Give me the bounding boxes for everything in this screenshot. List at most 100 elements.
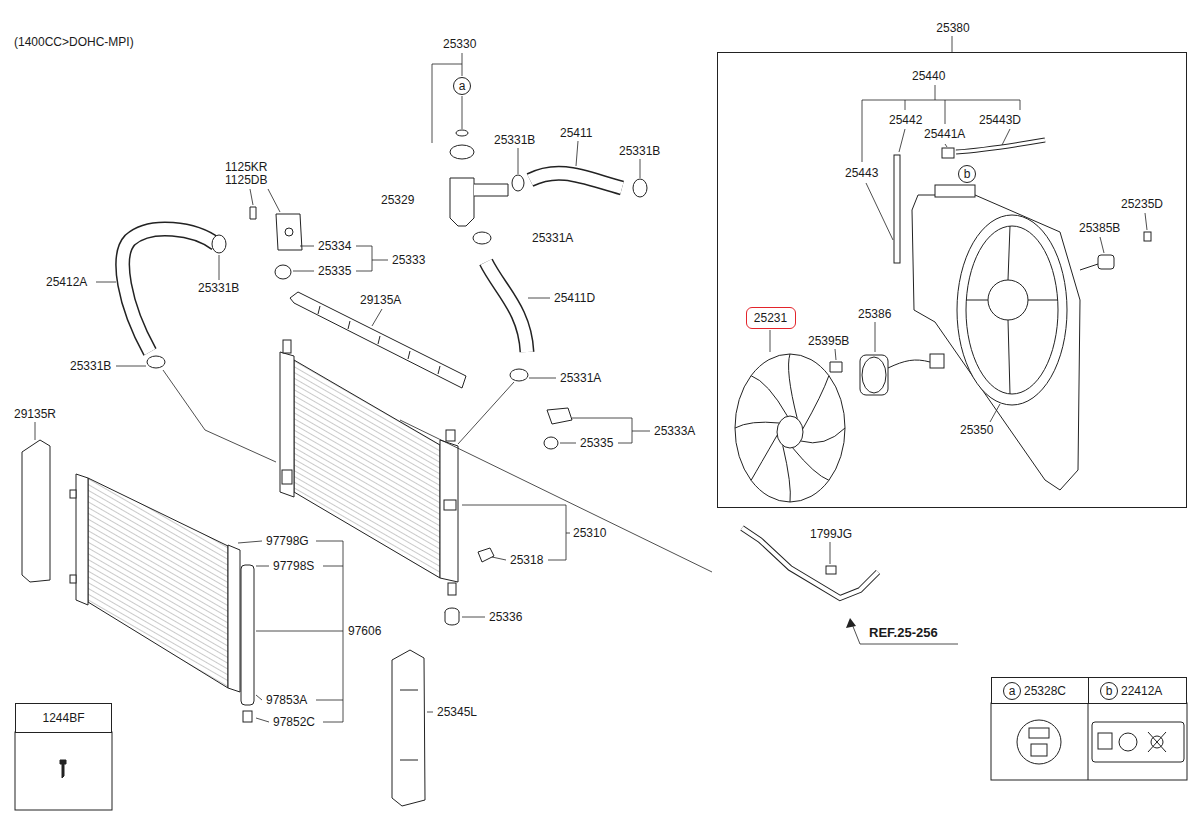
part-number: 25329 bbox=[381, 193, 414, 207]
leader-line bbox=[529, 378, 556, 379]
mounting-bracket bbox=[250, 207, 572, 449]
leader-line bbox=[163, 370, 276, 462]
part-number: 25412A bbox=[46, 275, 87, 289]
callout-number: 22412A bbox=[1121, 684, 1162, 698]
leader-line bbox=[96, 282, 116, 283]
leader-line bbox=[852, 624, 958, 644]
condenser bbox=[241, 565, 254, 705]
hose-clamp bbox=[473, 232, 491, 244]
condenser bbox=[243, 711, 252, 722]
mounting-bracket bbox=[250, 207, 256, 219]
part-number: 25331B bbox=[70, 359, 111, 373]
coolant-hose bbox=[530, 173, 622, 188]
part-number: 25411D bbox=[554, 291, 595, 305]
fan-shroud bbox=[966, 226, 1058, 394]
cooling-fan bbox=[789, 354, 798, 419]
part-number: 25440 bbox=[912, 69, 945, 83]
part-number: 29135A bbox=[360, 293, 401, 307]
fan-shroud bbox=[988, 280, 1028, 320]
cooling-fan bbox=[783, 445, 791, 502]
hose-clamp bbox=[633, 179, 647, 197]
reference-table bbox=[60, 760, 66, 778]
leader-line bbox=[518, 148, 519, 174]
arrow-head bbox=[846, 618, 856, 628]
leader-line bbox=[219, 255, 220, 280]
part-number: 25385B bbox=[1079, 221, 1120, 235]
radiator bbox=[446, 430, 455, 441]
drain-grommet bbox=[445, 608, 459, 625]
fan-motor bbox=[830, 362, 842, 372]
reference-table bbox=[991, 703, 1187, 780]
mounting-bracket bbox=[544, 437, 558, 449]
part-number: 25331B bbox=[494, 133, 535, 147]
mounting-bracket bbox=[275, 265, 291, 279]
fan-motor bbox=[888, 360, 930, 368]
part-number: 25331A bbox=[560, 371, 601, 385]
reference-table bbox=[1151, 736, 1163, 748]
reference-note: REF.25-256 bbox=[869, 626, 938, 640]
reservoir-hose bbox=[894, 140, 1151, 270]
condenser bbox=[228, 545, 240, 692]
reference-table bbox=[1088, 703, 1089, 780]
reservoir-hose bbox=[1098, 255, 1114, 269]
highlighted-callout: 25231 bbox=[746, 307, 796, 329]
oil-cooler-hose bbox=[742, 528, 878, 598]
part-number: 25386 bbox=[858, 307, 891, 321]
mounting-bracket bbox=[547, 408, 572, 424]
part-number: 25330 bbox=[443, 37, 476, 51]
reference-circle: b bbox=[1100, 682, 1118, 700]
part-number: 25441A bbox=[924, 127, 965, 141]
cooling-fan bbox=[777, 416, 803, 448]
part-number: 25336 bbox=[489, 610, 522, 624]
reference-table bbox=[15, 732, 112, 810]
cooling-fan bbox=[735, 354, 845, 502]
reference-table bbox=[1098, 733, 1112, 749]
part-number: 97798G bbox=[266, 534, 309, 548]
leader-line bbox=[990, 404, 1000, 422]
leader-line bbox=[462, 617, 485, 618]
part-number: 25331B bbox=[198, 281, 239, 295]
table-header-cell: 22412Ab bbox=[1088, 677, 1187, 704]
leader-line bbox=[576, 141, 578, 166]
part-number: 25335 bbox=[318, 264, 351, 278]
hose-clamp bbox=[147, 356, 165, 368]
reference-circle: a bbox=[453, 77, 471, 95]
cooling-fan bbox=[801, 428, 845, 443]
fan-shroud bbox=[912, 185, 1080, 490]
cooling-fan bbox=[751, 435, 777, 480]
part-number: 25443D bbox=[979, 113, 1021, 127]
reference-letter: b bbox=[964, 167, 971, 181]
leader-line bbox=[432, 53, 462, 143]
hose-clamp bbox=[512, 175, 524, 191]
fan-motor bbox=[862, 357, 886, 393]
leader-line bbox=[866, 129, 1010, 240]
reference-table bbox=[1092, 722, 1184, 762]
side-air-guard bbox=[22, 440, 50, 582]
oil-cooler-hose bbox=[742, 528, 878, 598]
reference-table bbox=[15, 703, 1187, 810]
fan-shroud bbox=[935, 185, 975, 197]
part-number: 25333 bbox=[392, 253, 425, 267]
part-number: 25331A bbox=[532, 231, 573, 245]
fan-shroud bbox=[912, 195, 1080, 490]
leader-line bbox=[400, 420, 712, 572]
oil-cooler-hose bbox=[826, 566, 836, 574]
fan-shroud bbox=[957, 215, 1067, 405]
part-number: 25318 bbox=[510, 553, 543, 567]
part-number: 25334 bbox=[318, 239, 351, 253]
reservoir-hose bbox=[1080, 264, 1098, 270]
part-number: 25345L bbox=[437, 705, 477, 719]
part-number: 25335 bbox=[580, 436, 613, 450]
radiator bbox=[444, 500, 456, 510]
mounting-bracket bbox=[276, 214, 302, 250]
reservoir-hose bbox=[894, 155, 900, 263]
fan-shroud bbox=[966, 226, 1058, 394]
leader-line bbox=[35, 36, 1147, 722]
part-number: 97798S bbox=[273, 559, 314, 573]
cooling-fan bbox=[803, 376, 829, 429]
filler-neck bbox=[450, 178, 474, 226]
part-number: 25333A bbox=[654, 424, 695, 438]
reference-circle: a bbox=[1003, 682, 1021, 700]
condenser bbox=[70, 575, 76, 583]
